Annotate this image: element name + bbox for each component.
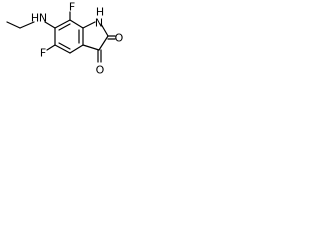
bond-n-methyl [19,21,35,29]
bond-c6-n [44,21,56,29]
oxygen-c2-label: O [115,32,124,45]
methylamino-nitrogen-label: N [39,12,47,25]
atom-labels: F F H N H N O O [31,1,124,77]
bond-c3-c3a [82,44,100,51]
methylamino-hydrogen-label: H [31,12,39,25]
substituent-bonds [6,11,71,51]
double-bond-c6-c7 [58,23,71,31]
double-bond-c4-c5 [58,42,71,50]
ring-nitrogen-label: N [95,17,103,30]
benzene-ring [54,19,84,54]
fluorine-bottom-label: F [40,47,46,60]
chemical-structure: F F H N H N O O [6,1,124,77]
carbonyl-groups [97,35,116,63]
bond-n1-c2 [100,23,109,37]
bond-c6-c7 [54,19,71,29]
bond-c7-c7a [69,19,84,29]
bond-c2-c3 [98,35,109,51]
bond-c7a-n1 [82,21,96,29]
fluorine-top-label: F [69,1,75,14]
pyrrolidine-ring [82,21,109,51]
ring-hydrogen-label: H [96,6,104,19]
methyl-stub [6,21,21,29]
bond-c3a-c4 [69,44,84,54]
bond-c5-f [46,44,56,51]
oxygen-c3-label: O [96,64,105,77]
bond-c4-c5 [54,44,71,54]
